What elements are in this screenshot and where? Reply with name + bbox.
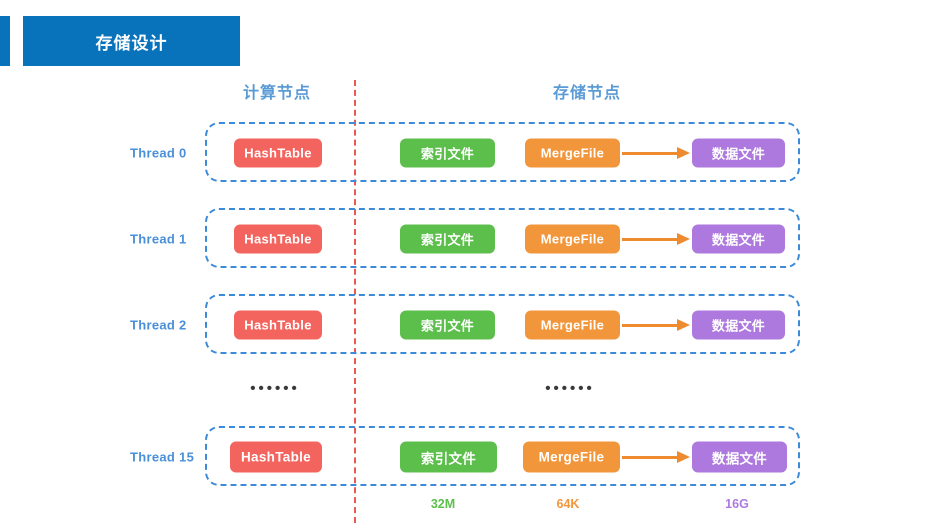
ellipsis-row: •••••• •••••• (0, 380, 938, 404)
thread-row: Thread 1 HashTable 索引文件 MergeFile 数据文件 (0, 208, 938, 270)
merge-file-node[interactable]: MergeFile (525, 224, 620, 254)
thread-label: Thread 2 (130, 317, 187, 333)
thread-pipeline-box (205, 208, 800, 268)
thread-pipeline-box (205, 426, 800, 486)
ellipsis-storage: •••••• (545, 380, 595, 397)
thread-row: Thread 2 HashTable 索引文件 MergeFile 数据文件 (0, 294, 938, 356)
thread-pipeline-box (205, 294, 800, 354)
hash-table-node[interactable]: HashTable (230, 441, 322, 473)
merge-to-data-arrow-icon (622, 451, 690, 463)
size-label-data-file: 16G (725, 497, 749, 511)
thread-label: Thread 0 (130, 145, 187, 161)
hash-table-node[interactable]: HashTable (234, 224, 322, 254)
data-file-node[interactable]: 数据文件 (692, 441, 787, 473)
index-file-node[interactable]: 索引文件 (400, 441, 497, 473)
merge-to-data-arrow-icon (622, 319, 690, 331)
index-file-node[interactable]: 索引文件 (400, 138, 495, 168)
thread-row: Thread 15 HashTable 索引文件 MergeFile 数据文件 (0, 426, 938, 488)
merge-file-node[interactable]: MergeFile (523, 441, 620, 473)
size-label-merge-file: 64K (556, 497, 580, 511)
thread-label: Thread 1 (130, 231, 187, 247)
size-label-index-file: 32M (430, 497, 456, 511)
compute-storage-divider (354, 80, 356, 523)
thread-pipeline-box (205, 122, 800, 182)
title-accent-bar (0, 16, 10, 66)
merge-file-node[interactable]: MergeFile (525, 138, 620, 168)
data-file-node[interactable]: 数据文件 (692, 224, 785, 254)
index-file-node[interactable]: 索引文件 (400, 310, 495, 340)
data-file-node[interactable]: 数据文件 (692, 138, 785, 168)
data-file-node[interactable]: 数据文件 (692, 310, 785, 340)
page-title: 存储设计 (95, 33, 168, 53)
slide-title-block: 存储设计 (23, 16, 240, 66)
thread-row: Thread 0 HashTable 索引文件 MergeFile 数据文件 (0, 122, 938, 184)
merge-to-data-arrow-icon (622, 147, 690, 159)
hash-table-node[interactable]: HashTable (234, 138, 322, 168)
merge-to-data-arrow-icon (622, 233, 690, 245)
index-file-node[interactable]: 索引文件 (400, 224, 495, 254)
column-header-storage-node: 存储节点 (552, 85, 622, 102)
column-header-compute-node: 计算节点 (242, 85, 312, 102)
ellipsis-compute: •••••• (250, 380, 300, 397)
thread-label: Thread 15 (130, 449, 195, 465)
hash-table-node[interactable]: HashTable (234, 310, 322, 340)
merge-file-node[interactable]: MergeFile (525, 310, 620, 340)
